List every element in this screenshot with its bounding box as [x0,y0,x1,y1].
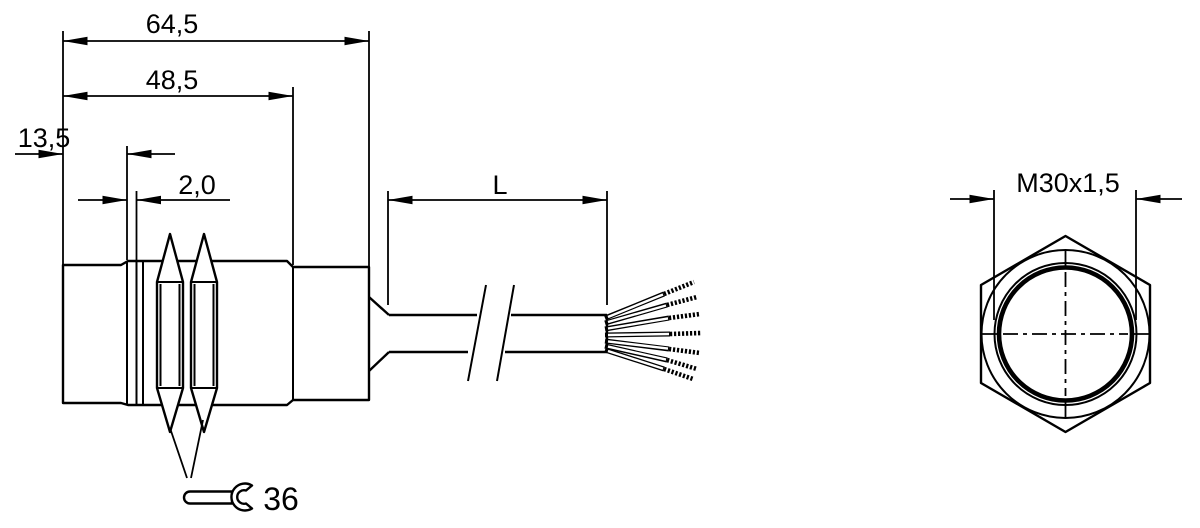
dimension-cable-length: L [387,170,608,305]
dimension-sleeve-length: 13,5 [15,123,175,260]
wire [604,311,701,332]
cable-break-marks [467,284,515,382]
wire [604,294,698,326]
dimension-thread-length: 48,5 [63,65,294,265]
dimension-overall-length: 64,5 [62,9,370,266]
dimension-label: 2,0 [178,170,216,200]
wrench-handle [182,490,234,505]
dimension-label: L [492,170,507,200]
hex-nut-facets [191,281,217,389]
wire-ends [604,279,702,382]
dimension-ring-width: 2,0 [78,170,230,260]
cable [389,284,609,382]
dimension-label: 48,5 [146,65,199,95]
wrench-leader-lines [169,419,204,479]
hex-nut-facets [157,281,183,389]
wrench-head [230,482,254,512]
front-view: M30x1,5 [950,168,1182,434]
sensor-body-outline [61,259,371,407]
dimension-label: 13,5 [18,123,71,153]
hex-nut-front [155,232,185,434]
wire [604,279,695,321]
dimension-label: M30x1,5 [1016,168,1120,198]
wrench-size-label: 36 [263,481,299,517]
wire [604,343,698,372]
cable-gland [368,296,390,372]
dimension-label: 64,5 [146,9,199,39]
hex-nut-rear [189,232,219,434]
quadrant-ticks [981,250,1150,418]
dimension-thread-spec: M30x1,5 [950,168,1182,320]
wire [604,338,701,356]
side-view: 36 64,5 48,5 13,5 2,0 [15,9,702,517]
wire [604,347,694,382]
wrench-icon [182,482,254,512]
wire [604,330,702,338]
